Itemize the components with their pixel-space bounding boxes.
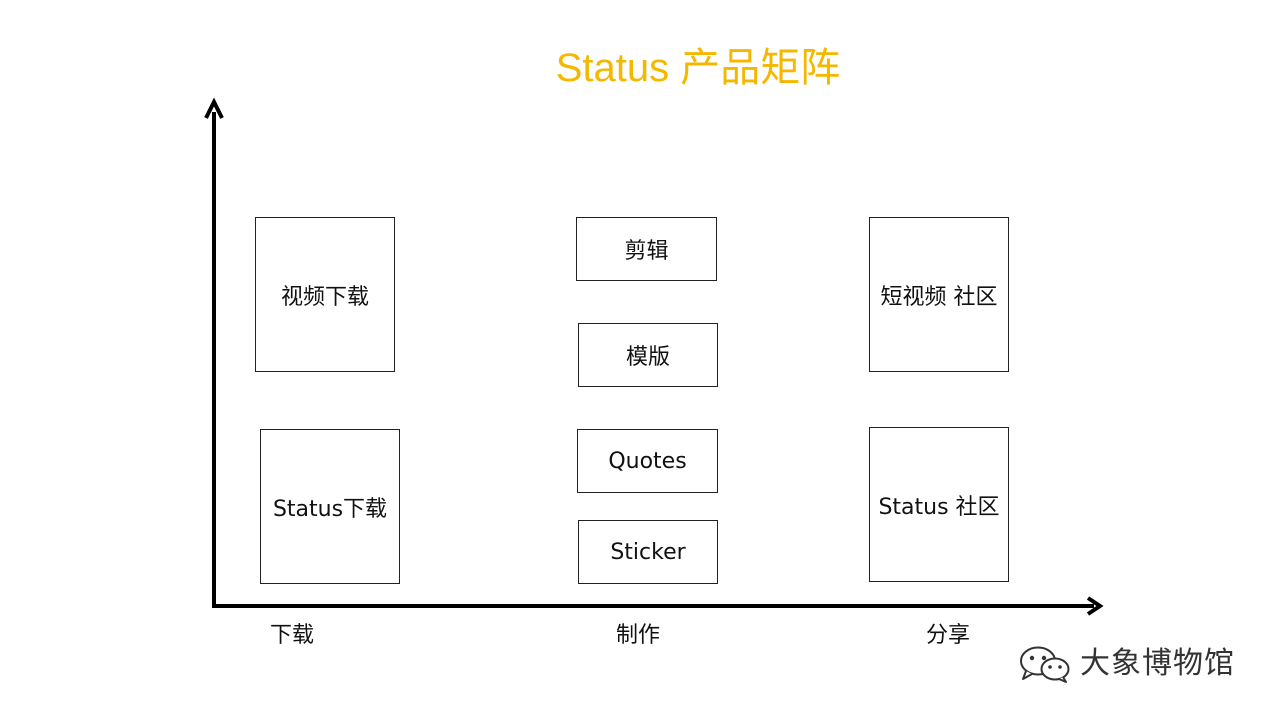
watermark-text: 大象博物馆 — [1080, 646, 1235, 681]
x-axis-label-make: 制作 — [616, 623, 661, 648]
watermark: 大象博物馆 — [1018, 642, 1235, 686]
box-quotes: Quotes — [577, 429, 718, 493]
wechat-icon — [1020, 646, 1070, 683]
box-edit: 剪辑 — [576, 217, 717, 281]
x-axis-label-download: 下载 — [270, 623, 315, 648]
box-template: 模版 — [578, 323, 718, 387]
box-short-video-community: 短视频 社区 — [869, 217, 1009, 372]
box-video-download: 视频下载 — [255, 217, 395, 372]
x-axis-arrowhead — [1086, 596, 1104, 616]
diagram-title: Status 产品矩阵 — [555, 46, 841, 90]
box-sticker: Sticker — [578, 520, 718, 584]
box-status-download: Status下载 — [260, 429, 400, 584]
x-axis-label-share: 分享 — [926, 623, 971, 648]
box-status-community: Status 社区 — [869, 427, 1009, 582]
y-axis-arrowhead — [204, 97, 224, 119]
